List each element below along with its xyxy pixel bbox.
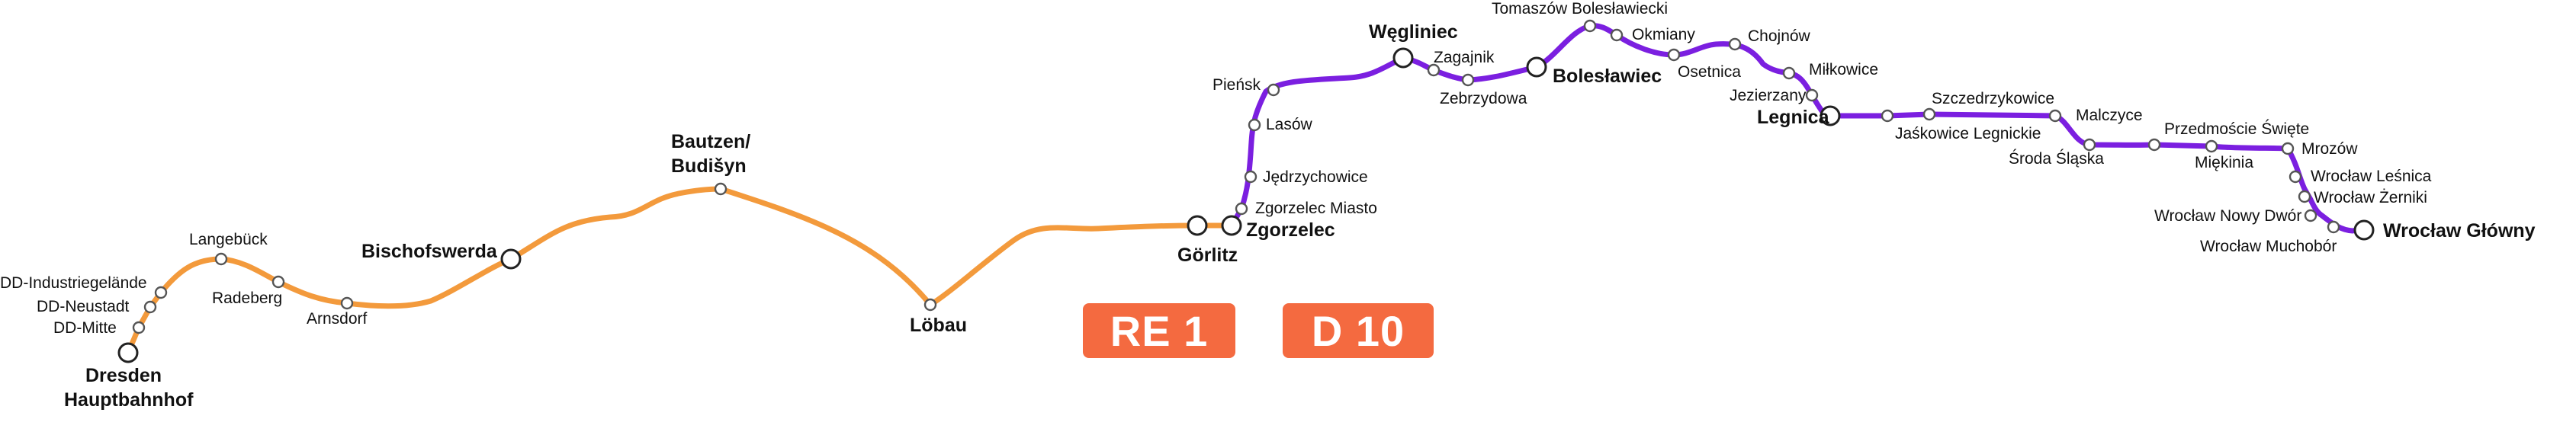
station-marker-muchobor[interactable] bbox=[2327, 220, 2340, 234]
station-marker-langebueck[interactable] bbox=[214, 252, 228, 266]
label-zgorzelec: Zgorzelec bbox=[1246, 219, 1335, 241]
label-loebau: Löbau bbox=[910, 315, 967, 336]
label-bautzen-1: Bautzen/ bbox=[671, 131, 750, 152]
line-badge-re1: RE 1 bbox=[1083, 303, 1235, 358]
station-marker-chojnow[interactable] bbox=[1728, 37, 1742, 51]
station-marker-loebau[interactable] bbox=[923, 298, 937, 312]
station-marker-zgorzelec-miasto[interactable] bbox=[1235, 202, 1248, 216]
label-dd-industriegelaende: DD-Industriegelände bbox=[0, 274, 147, 292]
label-bischofswerda: Bischofswerda bbox=[361, 241, 498, 262]
re1-line bbox=[125, 186, 1235, 356]
label-piensk: Pieńsk bbox=[1213, 76, 1261, 94]
label-wegliniec: Węgliniec bbox=[1369, 21, 1458, 43]
station-marker-radeberg[interactable] bbox=[271, 275, 285, 289]
station-marker-jezierzany[interactable] bbox=[1805, 88, 1819, 102]
label-lesnica: Wrocław Leśnica bbox=[2311, 168, 2432, 185]
label-lasow: Lasów bbox=[1266, 116, 1313, 133]
label-muchobor: Wrocław Muchobór bbox=[2200, 238, 2337, 255]
label-dresden-hbf-2: Hauptbahnhof bbox=[64, 389, 194, 411]
station-marker-milkowice[interactable] bbox=[1782, 66, 1796, 80]
station-marker-miekinia[interactable] bbox=[2205, 139, 2218, 153]
station-marker-wroclaw-glowny[interactable] bbox=[2353, 219, 2375, 241]
station-marker-dresden-hbf[interactable] bbox=[117, 342, 139, 363]
label-legnica: Legnica bbox=[1757, 107, 1830, 128]
station-marker-szczedrzykowice[interactable] bbox=[1922, 107, 1936, 121]
label-jaskowice: Jaśkowice Legnickie bbox=[1895, 125, 2041, 142]
label-jedrzychowice: Jędrzychowice bbox=[1263, 168, 1368, 186]
station-marker-bischofswerda[interactable] bbox=[500, 248, 522, 270]
label-mrozow: Mrozów bbox=[2301, 140, 2358, 158]
stations bbox=[117, 19, 2375, 363]
label-jezierzany: Jezierzany bbox=[1730, 87, 1807, 104]
label-nowy-dwor: Wrocław Nowy Dwór bbox=[2154, 207, 2301, 225]
station-marker-zagajnik[interactable] bbox=[1427, 63, 1441, 77]
station-marker-jaskowice[interactable] bbox=[1881, 109, 1894, 123]
station-marker-malczyce[interactable] bbox=[2048, 109, 2062, 123]
label-zgorzelec-miasto: Zgorzelec Miasto bbox=[1255, 200, 1377, 217]
station-marker-piensk[interactable] bbox=[1267, 83, 1280, 97]
label-przedmoscie: Przedmoście Święte bbox=[2164, 120, 2309, 138]
label-zerniki: Wrocław Żerniki bbox=[2314, 189, 2427, 206]
label-wroclaw-glowny: Wrocław Główny bbox=[2383, 220, 2536, 241]
station-marker-boleslawiec[interactable] bbox=[1526, 56, 1547, 78]
label-sroda: Środa Śląska bbox=[2009, 149, 2104, 168]
station-marker-dd-mitte[interactable] bbox=[132, 321, 146, 334]
station-marker-wegliniec[interactable] bbox=[1392, 47, 1414, 69]
station-marker-zebrzydowa[interactable] bbox=[1461, 73, 1475, 87]
label-malczyce: Malczyce bbox=[2076, 107, 2143, 124]
label-bautzen-2: Budišyn bbox=[671, 155, 747, 177]
label-miekinia: Miękinia bbox=[2195, 154, 2253, 171]
station-marker-arnsdorf[interactable] bbox=[340, 296, 354, 310]
station-marker-lasow[interactable] bbox=[1248, 118, 1261, 132]
label-okmiany: Okmiany bbox=[1632, 26, 1695, 43]
label-tomaszow: Tomaszów Bolesławiecki bbox=[1492, 0, 1668, 18]
label-arnsdorf: Arnsdorf bbox=[307, 310, 368, 328]
label-milkowice: Miłkowice bbox=[1809, 61, 1878, 78]
station-marker-zerniki[interactable] bbox=[2298, 190, 2311, 203]
station-marker-okmiany[interactable] bbox=[1610, 28, 1624, 42]
station-marker-goerlitz[interactable] bbox=[1187, 215, 1208, 236]
station-marker-jedrzychowice[interactable] bbox=[1244, 170, 1257, 184]
label-zagajnik: Zagajnik bbox=[1434, 49, 1495, 66]
station-marker-dd-industriegelaende[interactable] bbox=[154, 286, 168, 299]
label-zebrzydowa: Zebrzydowa bbox=[1440, 90, 1527, 107]
line-badge-d10: D 10 bbox=[1283, 303, 1434, 358]
station-marker-przedmoscie[interactable] bbox=[2147, 138, 2161, 152]
label-dd-mitte: DD-Mitte bbox=[53, 319, 117, 337]
station-marker-mrozow[interactable] bbox=[2281, 142, 2295, 155]
station-marker-legnica[interactable] bbox=[1820, 105, 1841, 126]
station-marker-nowy-dwor[interactable] bbox=[2304, 209, 2317, 222]
station-labels: Dresden Hauptbahnhof DD-Mitte DD-Neustad… bbox=[0, 0, 2536, 411]
label-dresden-hbf-1: Dresden bbox=[85, 365, 162, 386]
label-goerlitz: Görlitz bbox=[1177, 245, 1238, 266]
label-radeberg: Radeberg bbox=[212, 289, 282, 307]
station-marker-zgorzelec[interactable] bbox=[1221, 215, 1242, 236]
station-marker-bautzen[interactable] bbox=[714, 182, 728, 196]
station-marker-tomaszow[interactable] bbox=[1583, 19, 1597, 33]
station-marker-sroda[interactable] bbox=[2083, 138, 2096, 152]
label-osetnica: Osetnica bbox=[1678, 63, 1741, 81]
label-chojnow: Chojnów bbox=[1748, 27, 1811, 45]
label-boleslawiec: Bolesławiec bbox=[1553, 66, 1662, 87]
station-marker-lesnica[interactable] bbox=[2289, 170, 2302, 184]
station-marker-osetnica[interactable] bbox=[1667, 48, 1681, 62]
label-langebueck: Langebück bbox=[189, 231, 268, 248]
label-dd-neustadt: DD-Neustadt bbox=[37, 298, 130, 315]
label-szczedrzykowice: Szczedrzykowice bbox=[1932, 90, 2054, 107]
station-marker-dd-neustadt[interactable] bbox=[143, 300, 157, 314]
